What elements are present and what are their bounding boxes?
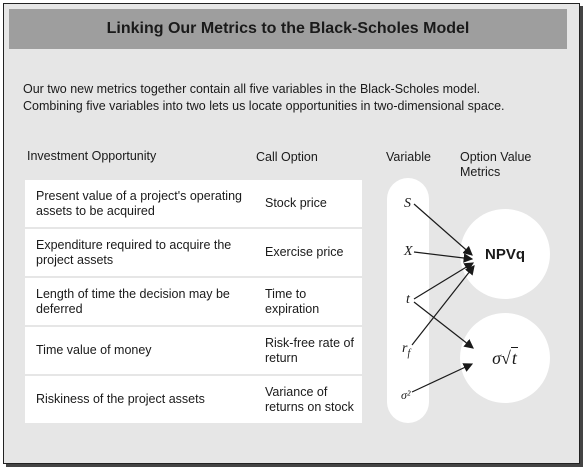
arrow-s-to-npvq bbox=[413, 203, 473, 256]
header-call-option: Call Option bbox=[256, 150, 318, 164]
call-cell-2: Exercise price bbox=[254, 229, 362, 276]
call-cell-1: Stock price bbox=[254, 180, 362, 227]
variable-sigma-squared: σ² bbox=[401, 388, 411, 402]
call-cell-5: Variance of returns on stock bbox=[254, 376, 362, 423]
arrow-x-to-npvq bbox=[413, 251, 474, 263]
call-cell-3: Time to expiration bbox=[254, 278, 362, 325]
call-cell-4: Risk-free rate of return bbox=[254, 327, 362, 374]
arrow-t-to-volatility bbox=[413, 301, 474, 349]
header-variable: Variable bbox=[386, 150, 431, 164]
variable-t: t bbox=[406, 292, 410, 307]
variable-s: S bbox=[404, 196, 411, 211]
metric-volatility-label: σ√t bbox=[492, 346, 518, 369]
figure-title: Linking Our Metrics to the Black-Scholes… bbox=[9, 9, 567, 49]
variable-column bbox=[387, 178, 429, 423]
metric-npvq-label: NPVq bbox=[484, 245, 525, 263]
header-option-value-metrics: Option Value Metrics bbox=[460, 150, 532, 179]
investment-cell-3: Length of time the decision may be defer… bbox=[25, 278, 264, 325]
sqrt-argument: t bbox=[510, 346, 518, 368]
intro-line-1: Our two new metrics together contain all… bbox=[23, 82, 481, 96]
metric-volatility-circle: σ√t bbox=[460, 313, 550, 403]
variable-x: X bbox=[404, 244, 413, 259]
intro-line-2: Combining five variables into two lets u… bbox=[23, 99, 505, 113]
variable-rf: rf bbox=[402, 341, 411, 359]
sigma-symbol: σ bbox=[492, 347, 501, 368]
investment-cell-1: Present value of a project's operating a… bbox=[25, 180, 264, 227]
investment-cell-4: Time value of money bbox=[25, 327, 264, 374]
intro-text: Our two new metrics together contain all… bbox=[23, 81, 568, 115]
metric-npvq-circle: NPVq bbox=[460, 209, 550, 299]
header-investment: Investment Opportunity bbox=[27, 149, 157, 163]
arrow-rf-to-npvq bbox=[411, 265, 475, 346]
arrow-sigma-to-volatility bbox=[411, 363, 474, 393]
sqrt-symbol: √ bbox=[500, 347, 511, 368]
investment-cell-2: Expenditure required to acquire the proj… bbox=[25, 229, 264, 276]
investment-cell-5: Riskiness of the project assets bbox=[25, 376, 264, 423]
arrow-t-to-npvq bbox=[413, 262, 475, 300]
